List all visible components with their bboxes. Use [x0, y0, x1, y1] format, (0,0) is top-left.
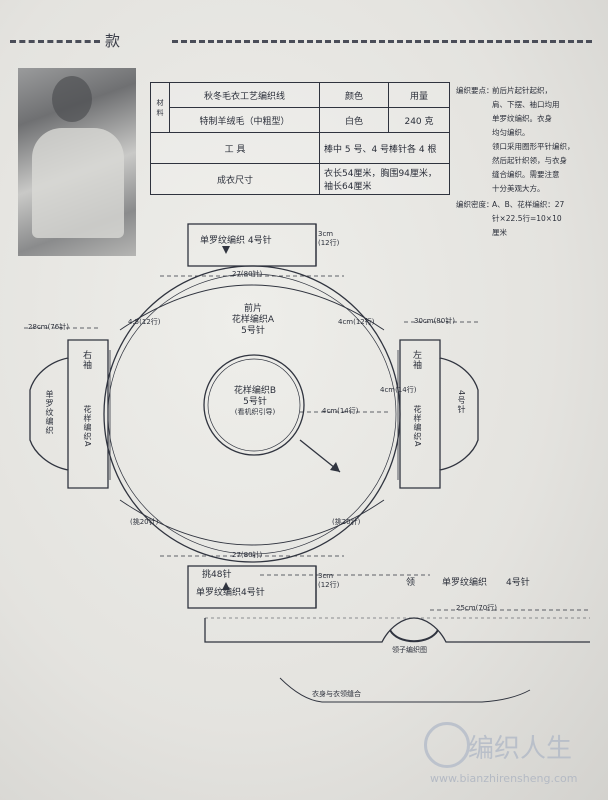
- tools-value: 棒中 5 号、4 号棒针各 4 根: [319, 132, 450, 164]
- neck-circle-inner: [207, 358, 301, 452]
- collar-caption: 领子编织图: [392, 646, 427, 654]
- model-head: [52, 76, 92, 122]
- dim-side-1: 4.5(12行): [128, 318, 161, 326]
- dim-side-5: 4cm(14行): [380, 386, 417, 394]
- yoke-arc-bottom: [119, 499, 385, 546]
- page-title: 款: [105, 32, 125, 50]
- header-yarn: 秋冬毛衣工艺编织线: [169, 82, 320, 108]
- notes-label-2: 编织密度：: [456, 200, 494, 209]
- right-sleeve-pattern: 花样编织A: [413, 405, 422, 448]
- center-label: 花样编织B 5号针 (看机织引导): [222, 386, 288, 417]
- yoke-arc-top: [119, 284, 385, 331]
- collar-text: 单罗纹编织: [442, 578, 488, 588]
- amount-value: 240 克: [388, 107, 450, 133]
- model-photo: [18, 68, 136, 256]
- body-text-line: 5号针: [241, 326, 265, 336]
- dim-right-width: 30cm(80针): [414, 317, 455, 325]
- watermark-url: www.bianzhirensheng.com: [430, 772, 578, 785]
- top-cuff-dim: 3cm (12行): [318, 230, 340, 247]
- notes-line: A、B、花样编织：27: [492, 200, 565, 209]
- notes-label-1: 编织要点：: [456, 86, 494, 95]
- yarn-value: 特制羊绒毛（中粗型）: [169, 107, 320, 133]
- watermark-logo-text: 编织人生: [468, 734, 573, 764]
- header-rule-left: [10, 40, 100, 43]
- header-amount: 用量: [388, 82, 450, 108]
- bottom-cuff-label: 挑48针: [202, 570, 232, 580]
- notes-line: 缝合编织。需要注意: [492, 170, 560, 179]
- body-text-line: 花样编织A: [231, 315, 275, 325]
- center-text-line: 花样编织B: [233, 386, 277, 396]
- notes-line: 肩、下摆、袖口均用: [492, 100, 560, 109]
- materials-table: 材料 秋冬毛衣工艺编织线 颜色 用量 特制羊绒毛（中粗型） 白色 240 克 工…: [150, 82, 450, 195]
- dim-left-width: 28cm(76针): [28, 323, 69, 331]
- header-color: 颜色: [319, 82, 389, 108]
- center-dim: 4cm(14行): [322, 407, 359, 415]
- notes-line: 十分美观大方。: [492, 184, 545, 193]
- notes-line: 单罗纹编织。衣身: [492, 114, 552, 123]
- dim-side-4: (挑20针): [332, 518, 361, 526]
- bottom-cuff-arrow: [222, 582, 230, 590]
- notes-body-1: 前后片起针起织， 肩、下摆、袖口均用 单罗纹编织。衣身 均匀编织。 领口采用圈形…: [456, 84, 592, 196]
- body-text-line: 前片: [243, 304, 262, 314]
- right-sleeve-label: 左袖: [411, 350, 421, 370]
- notes-body-2: A、B、花样编织：27 针×22.5行=10×10 厘米: [456, 198, 592, 240]
- left-sleeve-rib: 单罗纹编织: [45, 390, 54, 435]
- notes-line: 前后片起针起织，: [492, 86, 552, 95]
- notes-line: 领口采用圈形平针编织，: [492, 142, 575, 151]
- neck-circle: [203, 354, 305, 456]
- dim-bottom-width: 27(80针): [232, 551, 263, 559]
- dim-side-2: 4cm(12行): [338, 318, 375, 326]
- left-sleeve-pattern: 花样编织A: [83, 405, 92, 448]
- seam-curve: [279, 677, 531, 703]
- collar-label: 领: [406, 578, 416, 588]
- body-label: 前片 花样编织A 5号针: [228, 304, 278, 337]
- collar-outline: [204, 617, 590, 643]
- center-arrow-head: [330, 462, 340, 472]
- right-sleeve-outline: [399, 339, 479, 489]
- notes-line: 厘米: [492, 228, 507, 237]
- center-text-line: (看机织引导): [234, 408, 276, 416]
- collar-curve: [389, 629, 439, 643]
- right-sleeve-rib: 4号针: [457, 390, 466, 415]
- color-value: 白色: [319, 107, 389, 133]
- collar-dim: 25cm(70行): [456, 604, 497, 612]
- top-cuff-arrow: [222, 246, 230, 254]
- notes-line: 均匀编织。: [492, 128, 530, 137]
- model-sweater: [32, 128, 124, 238]
- header-rule-right: [172, 40, 592, 43]
- notes-line: 然后起针织领，与衣身: [492, 156, 567, 165]
- size-label: 成衣尺寸: [150, 163, 320, 195]
- bottom-cuff-text: 单罗纹编织4号针: [196, 588, 265, 598]
- top-cuff-text: 单罗纹编织 4号针: [200, 236, 272, 246]
- left-sleeve-outline: [29, 339, 109, 489]
- bottom-cuff-dim: 3cm (12行): [318, 572, 340, 589]
- knitting-notes: 编织要点： 前后片起针起织， 肩、下摆、袖口均用 单罗纹编织。衣身 均匀编织。 …: [456, 84, 592, 240]
- collar-needle: 4号针: [506, 578, 530, 588]
- watermark-logo-icon: [424, 722, 470, 768]
- notes-line: 针×22.5行=10×10: [492, 214, 562, 223]
- dim-top-width: 27(80针): [232, 270, 263, 278]
- center-text-line: 5号针: [243, 397, 267, 407]
- left-sleeve-label: 右袖: [81, 350, 91, 370]
- size-value: 衣长54厘米，胸围94厘米，袖长64厘米: [319, 163, 450, 195]
- dim-side-3: (挑20针): [130, 518, 159, 526]
- bottom-caption: 衣身与衣领缝合: [312, 690, 361, 698]
